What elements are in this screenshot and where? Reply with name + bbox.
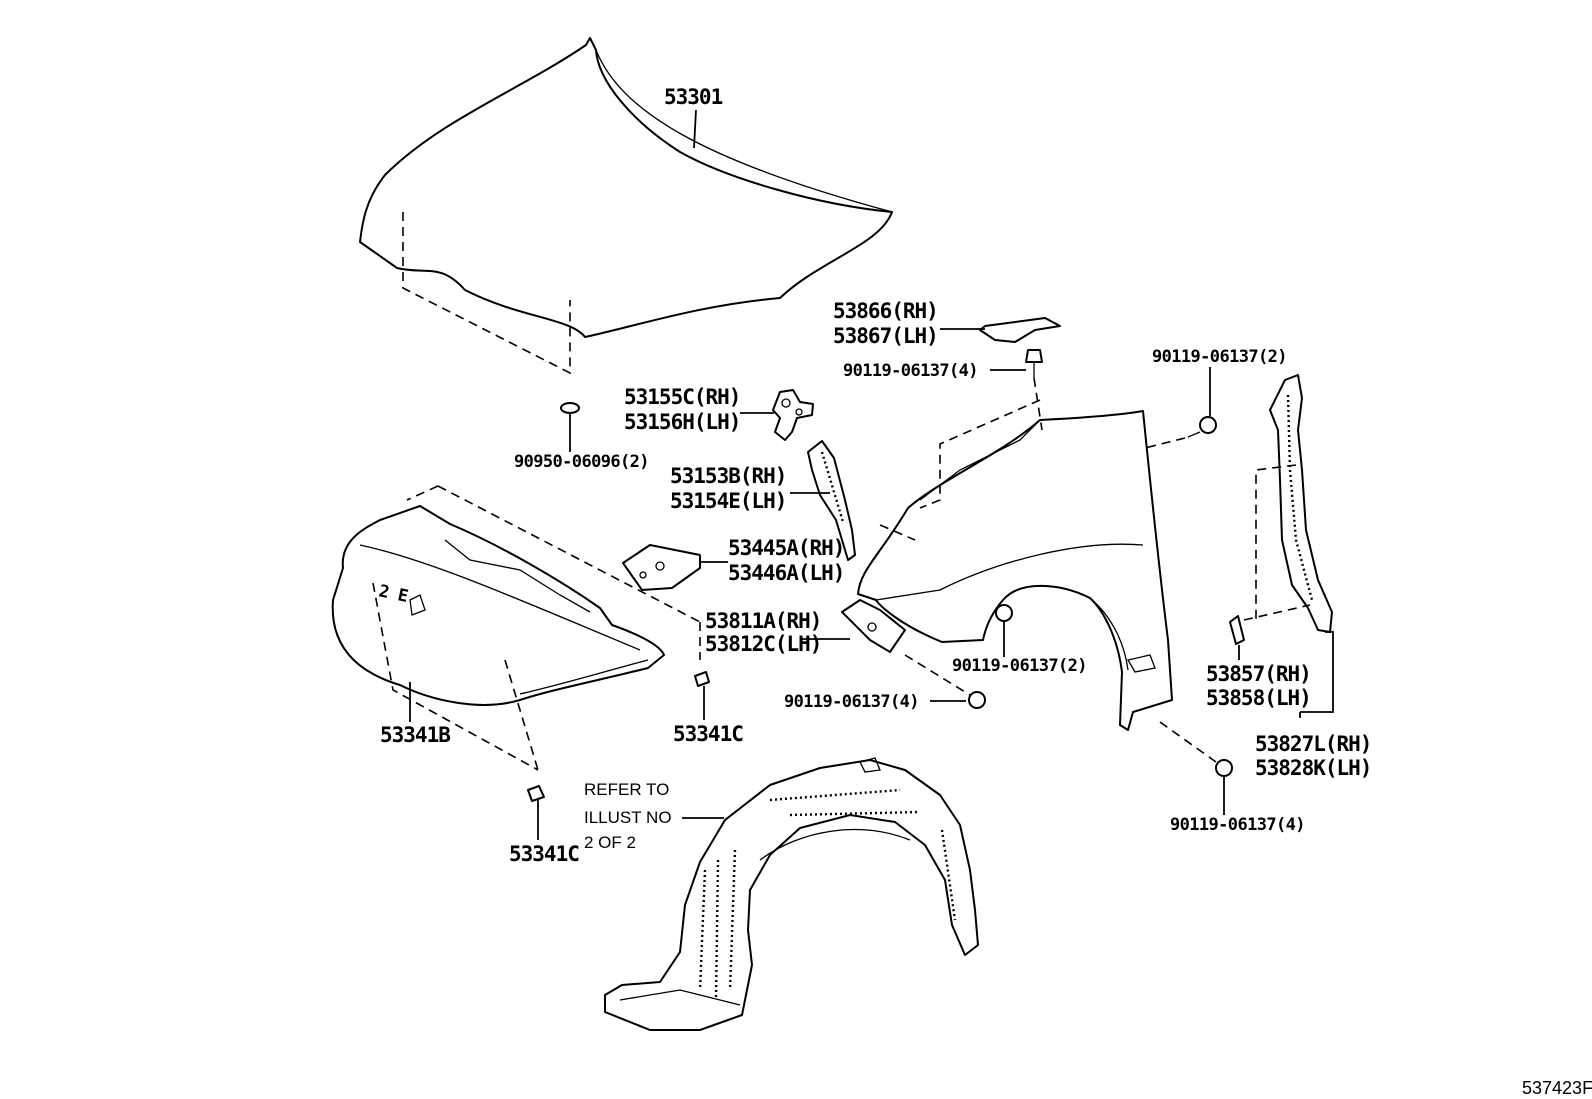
hood-insulator: 2 E [331,505,665,706]
rear-seal-dash-bottom [1243,604,1311,621]
bolt-upper-right-dash [1144,437,1186,449]
label-fender-bracket-lh: 53446A(LH) [728,561,844,585]
label-front-bracket-rh: 53811A(RH) [705,609,821,633]
label-bolt-front-lower: 90119-06137(4) [784,692,919,712]
label-bolt-rear-lower: 90119-06137(4) [1170,815,1305,835]
bolt-top-dash [1033,377,1043,431]
seal-to-fender-dash [879,524,916,541]
insulator-dash-top [437,485,701,623]
figure-number: 537423F [1522,1078,1592,1098]
bolt-icon-rear-lower [1215,759,1233,777]
fender-rear-seal [1269,374,1333,633]
label-protector-seal-rh: 53857(RH) [1206,662,1311,686]
bolt-icon-upper-right [1187,416,1217,438]
label-protector-seal-lh: 53858(LH) [1206,686,1311,710]
insulator-dash-bottom [372,582,539,771]
label-fender-seal-lh: 53154E(LH) [670,489,786,513]
label-front-bracket-lh: 53812C(LH) [705,632,821,656]
fender-top-bracket [979,317,1061,343]
label-insulator: 53341B [380,723,450,747]
bolt-icon-front-lower [968,691,986,709]
hood-hinge [772,389,814,441]
note-line-1: REFER TO [584,780,669,799]
bolt-icon-top [1025,349,1043,378]
fender-dash-left [919,399,1041,509]
hood-leader [693,109,697,149]
label-bolt-upper-right: 90119-06137(2) [1152,347,1287,367]
label-clip-a: 53341C [673,722,743,746]
label-fender-seal-rh: 53153B(RH) [670,464,786,488]
clip-icon-b [527,785,545,802]
bolt-icon-wheel-arch [995,604,1013,622]
rear-seal-dash-left [1255,464,1297,620]
fender-bracket-plate [622,544,701,591]
fender-liner [604,757,979,1031]
rear-seal-leader [1299,631,1334,718]
label-rear-seal-rh: 53827L(RH) [1255,732,1371,756]
clip-icon-a [694,671,710,687]
label-bolt-top: 90119-06137(4) [843,361,978,381]
label-hinge-lh: 53156H(LH) [624,410,740,434]
hood-panel [359,37,893,338]
label-top-bracket-rh: 53866(RH) [833,299,938,323]
label-bolt-wheel-arch: 90119-06137(2) [952,656,1087,676]
label-clip-b: 53341C [509,842,579,866]
label-hood-seal-clip: 90950-06096(2) [514,452,649,472]
protector-seal-icon [1229,615,1245,645]
label-fender-bracket-rh: 53445A(RH) [728,536,844,560]
label-top-bracket-lh: 53867(LH) [833,324,938,348]
label-rear-seal-lh: 53828K(LH) [1255,756,1371,780]
label-hood: 53301 [664,85,723,109]
front-fender-panel [857,410,1173,731]
bolt-front-lower-dash [904,654,971,696]
label-hinge-rh: 53155C(RH) [624,385,740,409]
insulator-dash-clip [504,659,539,771]
insulator-dash-left [406,485,439,501]
fender-front-bracket [841,599,906,653]
note-line-3: 2 OF 2 [584,833,636,852]
hood-dash-line [402,212,571,375]
bolt-rear-lower-dash [1159,721,1217,763]
seal-clip-icon [560,402,580,414]
fender-seal-strip [807,440,856,561]
note-line-2: ILLUST NO [584,808,672,827]
